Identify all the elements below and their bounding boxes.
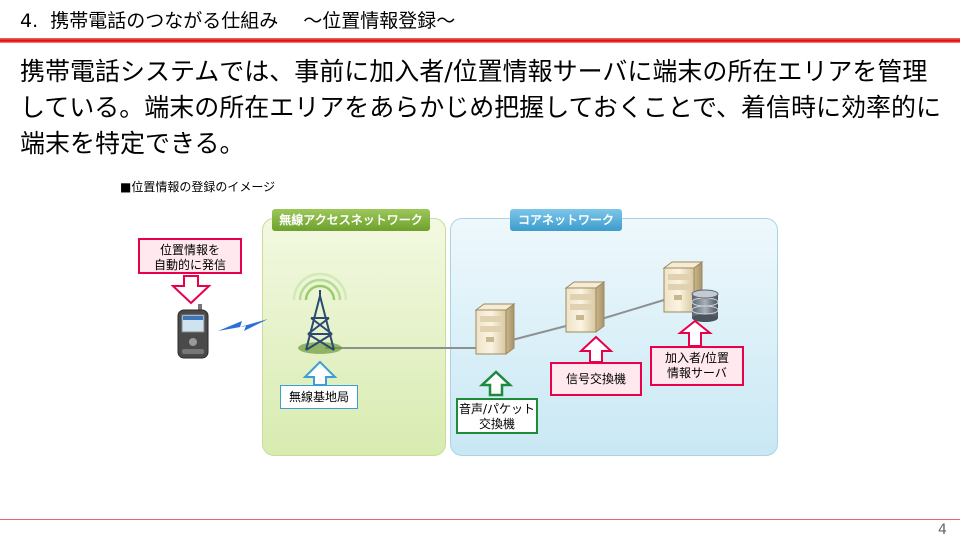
lightning-signal-icon — [218, 319, 268, 331]
body-text: 携帯電話システムでは、事前に加入者/位置情報サーバに端末の所在エリアを管理してい… — [20, 57, 942, 158]
subscriber-line2: 情報サーバ — [667, 366, 727, 380]
voice-packet-switch-server-icon — [474, 303, 516, 355]
signal-switch-label: 信号交換機 — [550, 362, 642, 396]
connection-lines — [325, 299, 665, 349]
signal-switch-up-arrow — [578, 335, 614, 363]
subscriber-server-up-arrow — [677, 319, 713, 347]
base-station-label: 無線基地局 — [280, 385, 358, 409]
voice-packet-line1: 音声/パケット — [458, 402, 536, 416]
title-underline — [0, 38, 960, 43]
auto-send-location-label: 位置情報を 自動的に発信 — [138, 238, 242, 274]
database-icon — [691, 289, 719, 322]
auto-send-down-arrow — [170, 275, 212, 305]
voice-switch-up-arrow — [478, 370, 514, 397]
mobile-phone-icon — [177, 304, 209, 359]
subscriber-line1: 加入者/位置 — [664, 351, 730, 365]
wireless-access-network-region — [262, 218, 446, 456]
base-station-up-arrow — [302, 360, 338, 386]
page-number: 4 — [938, 522, 947, 538]
voice-packet-line2: 交換機 — [478, 417, 515, 431]
core-network-tag: コアネットワーク — [510, 209, 622, 231]
wireless-network-tag: 無線アクセスネットワーク — [272, 209, 430, 231]
base-station-tower-icon — [292, 272, 348, 354]
diagram-caption: ■位置情報の登録のイメージ — [120, 180, 276, 194]
slide-title: 4. 携帯電話のつながる仕組み ～位置情報登録～ — [20, 10, 456, 32]
auto-send-line1: 位置情報を — [159, 243, 220, 257]
voice-packet-switch-label: 音声/パケット 交換機 — [456, 398, 538, 434]
line-signal-to-subscriber-server — [597, 299, 665, 321]
subscriber-server-label: 加入者/位置 情報サーバ — [650, 346, 744, 386]
signal-switch-server-icon — [564, 281, 606, 333]
footer-rule — [0, 519, 960, 520]
line-voice-to-signal-switch — [511, 325, 567, 341]
auto-send-line2: 自動的に発信 — [153, 258, 226, 272]
